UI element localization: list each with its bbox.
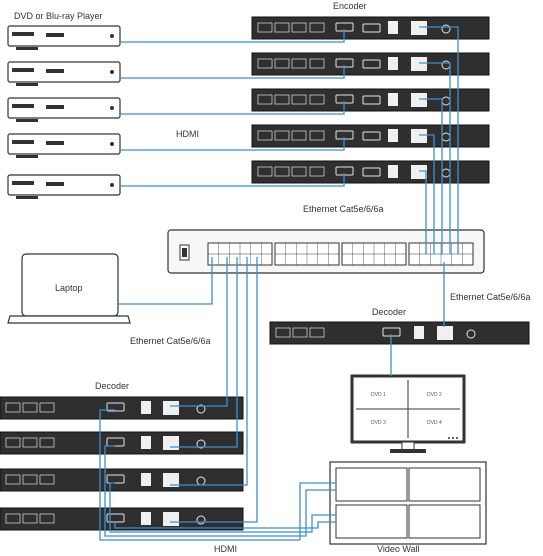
ethernet-cable-laptop (118, 257, 213, 305)
hdmi-cable-wall-1 (99, 409, 336, 541)
encoder-4 (251, 124, 490, 148)
encoder-2 (251, 52, 490, 76)
hdmi-label-top: HDMI (176, 129, 199, 139)
ethernet-cable-decoder-left-2 (170, 257, 248, 486)
laptop (7, 253, 131, 324)
ethernet-cable-encoder-5 (419, 170, 427, 254)
monitor-quadrant-label-1: DVD 1 (371, 392, 386, 398)
hdmi-cable-wall-3 (109, 482, 336, 533)
hdmi-cable-wall-2 (104, 445, 336, 537)
hdmi-cable-player-1 (120, 29, 345, 43)
network-switch (167, 229, 485, 274)
monitor (350, 374, 466, 453)
monitor-quadrant-label-4: DVD 4 (427, 420, 442, 426)
dvd-player-label: DVD or Blu-ray Player (14, 11, 103, 21)
monitor-quadrant-label-3: DVD 3 (371, 420, 386, 426)
ethernet-cable-encoder-4 (419, 134, 435, 254)
ethernet-cable-decoder-left-3 (170, 257, 238, 448)
encoder-5 (251, 160, 490, 184)
ethernet-cable-decoder-left-1 (170, 257, 258, 523)
decoder-right (269, 321, 530, 345)
encoder-1 (251, 16, 490, 40)
hdmi-cable-player-4 (120, 137, 345, 151)
ethernet-cable-decoder-left-4 (170, 257, 228, 407)
decoder-left-4 (0, 507, 244, 531)
hdmi-cable-player-5 (120, 173, 345, 187)
ethernet-label-left: Ethernet Cat5e/6/6a (130, 336, 211, 346)
dvd-player-2 (7, 61, 121, 86)
cables (99, 26, 459, 541)
decoder-left-2 (0, 431, 244, 455)
dvd-player-4 (7, 133, 121, 158)
ethernet-cable-encoder-3 (419, 98, 443, 254)
dvd-player-3 (7, 97, 121, 122)
monitor-quadrant-label-2: DVD 2 (427, 392, 442, 398)
video-wall-label: Video Wall (377, 544, 420, 554)
decoder-left-3 (0, 468, 244, 492)
video-wall (329, 461, 487, 545)
ethernet-cable-encoder-2 (419, 62, 451, 254)
switch-port-bank-1 (207, 242, 273, 266)
decoder-left-1 (0, 396, 244, 420)
encoder-3 (251, 88, 490, 112)
encoder-label: Encoder (333, 1, 367, 11)
decoder-label-left: Decoder (95, 381, 129, 391)
switch-port-bank-4 (408, 242, 474, 266)
hdmi-cable-player-2 (120, 65, 345, 79)
ethernet-label-top: Ethernet Cat5e/6/6a (303, 204, 384, 214)
decoder-label-right: Decoder (372, 307, 406, 317)
hdmi-cable-wall-4 (114, 521, 336, 529)
hdmi-cable-player-3 (120, 101, 345, 115)
dvd-player-1 (7, 25, 121, 50)
ethernet-cable-encoder-1 (419, 26, 459, 254)
switch-port-bank-2 (274, 242, 340, 266)
ethernet-label-right: Ethernet Cat5e/6/6a (450, 292, 531, 302)
hdmi-label-bottom: HDMI (214, 544, 237, 554)
laptop-label: Laptop (55, 283, 83, 293)
switch-port-bank-3 (341, 242, 407, 266)
dvd-player-5 (7, 174, 121, 199)
